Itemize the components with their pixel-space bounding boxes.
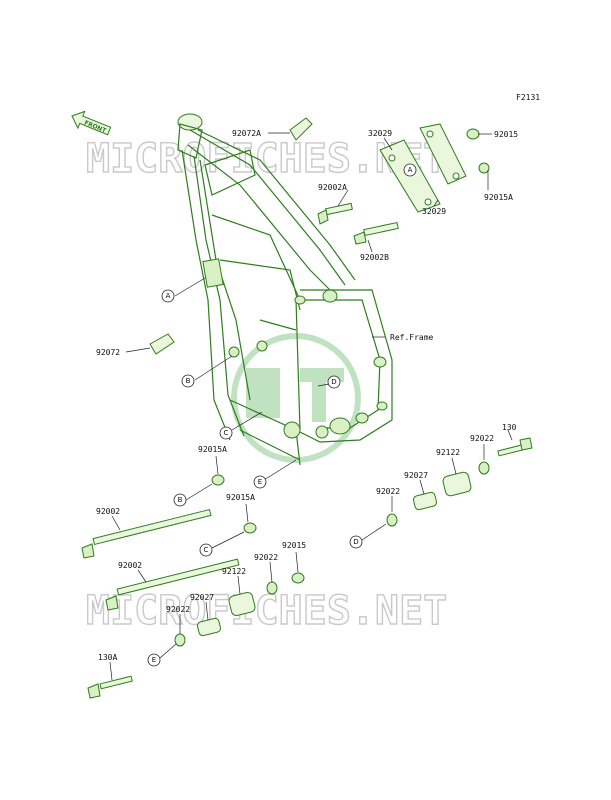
clip-92072 xyxy=(149,333,175,355)
svg-text:C: C xyxy=(224,429,229,437)
part-label: 92015A xyxy=(198,445,227,454)
watermark-bottom: MICROFICHES.NET xyxy=(86,588,447,634)
callout: B xyxy=(181,374,195,388)
front-arrow-icon: FRONT xyxy=(71,110,112,136)
part-label: 92122 xyxy=(436,448,460,457)
part-label: 130 xyxy=(502,423,517,432)
part-label: 92015 xyxy=(494,130,518,139)
part-label: 92072 xyxy=(96,348,120,357)
svg-text:B: B xyxy=(178,496,183,504)
part-label: 92072A xyxy=(232,129,261,138)
left-lower-parts xyxy=(81,474,305,699)
svg-text:A: A xyxy=(166,292,171,300)
page-code: F2131 xyxy=(516,93,540,102)
svg-text:E: E xyxy=(258,478,262,486)
callout: B xyxy=(173,493,187,507)
callout: C xyxy=(199,543,213,557)
main-frame xyxy=(177,113,393,466)
part-label: 92002 xyxy=(118,561,142,570)
part-label: 92015A xyxy=(484,193,513,202)
part-label: 92022 xyxy=(166,605,190,614)
part-label: 92022 xyxy=(376,487,400,496)
ref-frame-label: Ref.Frame xyxy=(390,333,434,342)
svg-text:A: A xyxy=(408,166,413,174)
part-label: 92022 xyxy=(470,434,494,443)
callout: E xyxy=(147,653,161,667)
svg-text:D: D xyxy=(353,538,358,546)
part-label: 92015 xyxy=(282,541,306,550)
part-labels: 92072A 32029 92015 92002A 92015A 32029 9… xyxy=(96,129,518,662)
part-label: 92027 xyxy=(190,593,214,602)
part-label: 32029 xyxy=(422,207,446,216)
svg-text:D: D xyxy=(331,378,336,386)
part-label: 92122 xyxy=(222,567,246,576)
part-label: 130A xyxy=(98,653,117,662)
part-label: 92015A xyxy=(226,493,255,502)
callout: D xyxy=(327,375,341,389)
part-label: 32029 xyxy=(368,129,392,138)
part-label: 92002 xyxy=(96,507,120,516)
part-label: 92002A xyxy=(318,183,347,192)
callout: C xyxy=(219,426,233,440)
part-label: 92027 xyxy=(404,471,428,480)
bracket-bolts-top xyxy=(289,117,490,245)
callout: A xyxy=(403,163,417,177)
callouts: A A B C D E B C D E xyxy=(147,163,417,667)
right-lower-parts xyxy=(386,437,533,527)
callout: E xyxy=(253,475,267,489)
part-label: 92002B xyxy=(360,253,389,262)
svg-text:E: E xyxy=(152,656,156,664)
svg-text:C: C xyxy=(204,546,209,554)
part-label: 92022 xyxy=(254,553,278,562)
callout: A xyxy=(161,289,175,303)
callout: D xyxy=(349,535,363,549)
svg-text:B: B xyxy=(186,377,191,385)
